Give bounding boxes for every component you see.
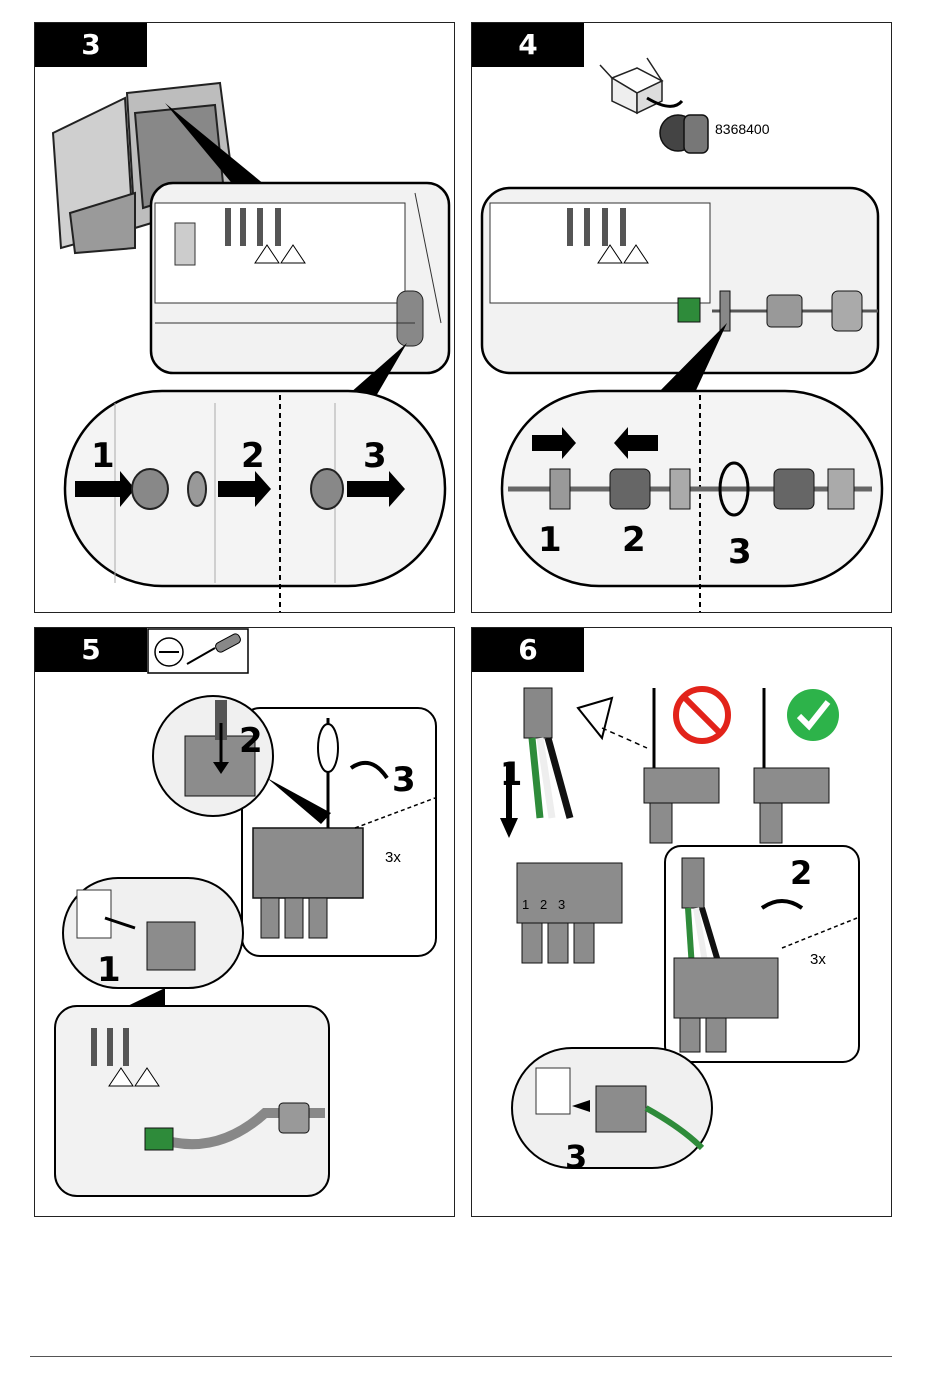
board-detail bbox=[482, 188, 878, 373]
screwdriver-icon bbox=[148, 629, 248, 673]
callout-2: 2 bbox=[622, 520, 646, 560]
callout-2: 2 bbox=[239, 721, 263, 761]
cable-wires bbox=[524, 688, 570, 818]
check-icon bbox=[787, 689, 839, 741]
callout-3: 3 bbox=[363, 436, 387, 476]
panel-step-4: 4 8368400 bbox=[471, 22, 892, 613]
step-3-illustration: 1 2 3 bbox=[35, 23, 455, 613]
callout-3: 3 bbox=[565, 1138, 587, 1176]
callout-3: 3 bbox=[392, 760, 416, 800]
terminal-2: 2 bbox=[540, 897, 547, 912]
callout-1: 1 bbox=[97, 950, 121, 990]
callout-3: 3 bbox=[728, 532, 752, 572]
plug-connect-detail bbox=[63, 878, 243, 988]
cable-gland-part bbox=[660, 115, 708, 153]
zoom-detail-board bbox=[151, 183, 449, 373]
prohibited-icon bbox=[676, 689, 728, 741]
terminal-1: 1 bbox=[522, 897, 529, 912]
step-4-illustration: 8368400 bbox=[472, 23, 892, 613]
plug-connect-detail bbox=[512, 1048, 712, 1168]
footer-rule bbox=[30, 1356, 892, 1357]
step-5-illustration: 3 3x 2 1 bbox=[35, 628, 455, 1217]
eye-icon bbox=[578, 698, 647, 748]
oval-detail-plug-removal bbox=[65, 391, 445, 613]
terminal-3: 3 bbox=[558, 897, 565, 912]
callout-2: 2 bbox=[790, 854, 812, 892]
callout-1: 1 bbox=[500, 755, 522, 793]
step-6-illustration: 1 1 2 3 bbox=[472, 628, 892, 1217]
part-number: 8368400 bbox=[715, 121, 770, 137]
panel-step-3: 3 bbox=[34, 22, 455, 613]
callout-1: 1 bbox=[538, 520, 562, 560]
repeat-count: 3x bbox=[810, 951, 826, 968]
board-detail bbox=[55, 1006, 329, 1196]
parts-box bbox=[600, 58, 662, 113]
callout-1: 1 bbox=[91, 436, 115, 476]
panel-step-5: 5 3 3x 2 bbox=[34, 627, 455, 1217]
repeat-count: 3x bbox=[385, 849, 401, 866]
terminal-plug bbox=[517, 863, 622, 963]
panel-step-6: 6 1 1 2 3 bbox=[471, 627, 892, 1217]
oval-detail-gland-install bbox=[502, 391, 882, 613]
callout-2: 2 bbox=[241, 436, 265, 476]
